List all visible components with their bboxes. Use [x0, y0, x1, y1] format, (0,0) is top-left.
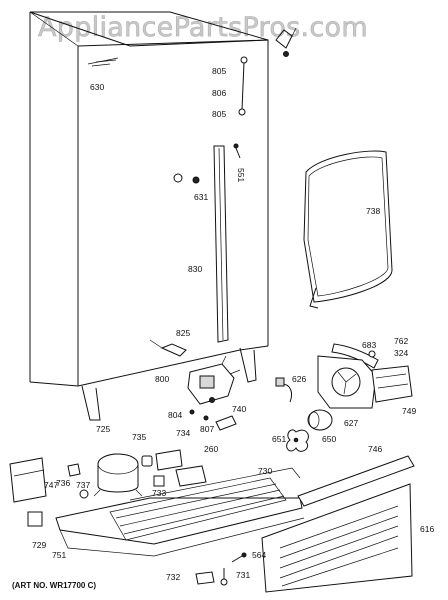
base-pan-751	[55, 497, 305, 557]
callout-732: 732	[166, 572, 180, 582]
callout-747: 747	[44, 480, 58, 490]
callout-324: 324	[394, 348, 408, 358]
callout-746: 746	[368, 444, 382, 454]
compressor-725	[93, 453, 143, 497]
clip-740	[215, 415, 237, 431]
bracket-734	[155, 449, 183, 471]
callout-751: 751	[52, 550, 66, 560]
callout-733: 733	[152, 488, 166, 498]
callout-551: 551	[236, 168, 246, 182]
callout-631: 631	[194, 192, 208, 202]
watermark: AppliancePartsPros.com	[38, 12, 368, 43]
leveler-731	[220, 568, 228, 586]
callout-731: 731	[236, 570, 250, 580]
grommet-631	[173, 173, 200, 184]
callout-805-bottom: 805	[212, 109, 226, 119]
callout-825: 825	[176, 328, 190, 338]
callout-651: 651	[272, 434, 286, 444]
callout-735: 735	[132, 432, 146, 442]
callout-729: 729	[32, 540, 46, 550]
relay-735	[141, 455, 153, 467]
duct-762	[331, 343, 379, 369]
callout-737: 737	[76, 480, 90, 490]
callout-738: 738	[366, 206, 380, 216]
callout-564: 564	[252, 550, 266, 560]
callout-616: 616	[420, 524, 434, 534]
tubing-806	[238, 56, 248, 116]
screw-804	[189, 409, 195, 415]
harness-626	[275, 377, 293, 403]
fitting-683	[368, 350, 376, 358]
callout-740: 740	[232, 404, 246, 414]
callout-807: 807	[200, 424, 214, 434]
grille-616	[261, 483, 413, 593]
fan-motor-650	[307, 409, 333, 431]
callout-626: 626	[292, 374, 306, 384]
screw-807	[203, 415, 209, 421]
screw-551	[233, 143, 241, 159]
foot-732	[195, 571, 215, 585]
callout-683: 683	[362, 340, 376, 350]
channel-830	[213, 145, 229, 343]
callout-805-top: 805	[212, 66, 226, 76]
callout-749: 749	[402, 406, 416, 416]
callout-800: 800	[155, 374, 169, 384]
heater-loop-738	[303, 150, 393, 309]
fan-blade-651	[286, 429, 309, 452]
screw-564	[231, 552, 247, 563]
harness-825	[149, 339, 187, 357]
callout-650: 650	[322, 434, 336, 444]
cabinet	[29, 11, 269, 421]
callout-804: 804	[168, 410, 182, 420]
cover-749	[371, 365, 413, 403]
callout-734: 734	[176, 428, 190, 438]
part-729	[27, 511, 43, 527]
callout-806: 806	[212, 88, 226, 98]
condenser-730	[109, 467, 301, 541]
bracket-747	[9, 457, 47, 503]
part-260	[175, 465, 207, 487]
callout-736: 736	[56, 478, 70, 488]
callout-725: 725	[96, 424, 110, 434]
callout-762: 762	[394, 336, 408, 346]
art-number: (ART NO. WR17700 C)	[12, 581, 96, 590]
callout-627: 627	[344, 418, 358, 428]
fan-shroud-627	[317, 355, 377, 409]
part-736	[67, 463, 81, 477]
bar-746	[297, 455, 415, 507]
water-valve-800	[187, 355, 241, 405]
grommet-737	[79, 489, 89, 499]
part-733	[153, 475, 165, 487]
callout-730: 730	[258, 466, 272, 476]
callout-630: 630	[90, 82, 104, 92]
callout-830: 830	[188, 264, 202, 274]
top-hinge-slot	[87, 57, 119, 67]
hinge-bracket	[275, 27, 297, 57]
callout-260: 260	[204, 444, 218, 454]
